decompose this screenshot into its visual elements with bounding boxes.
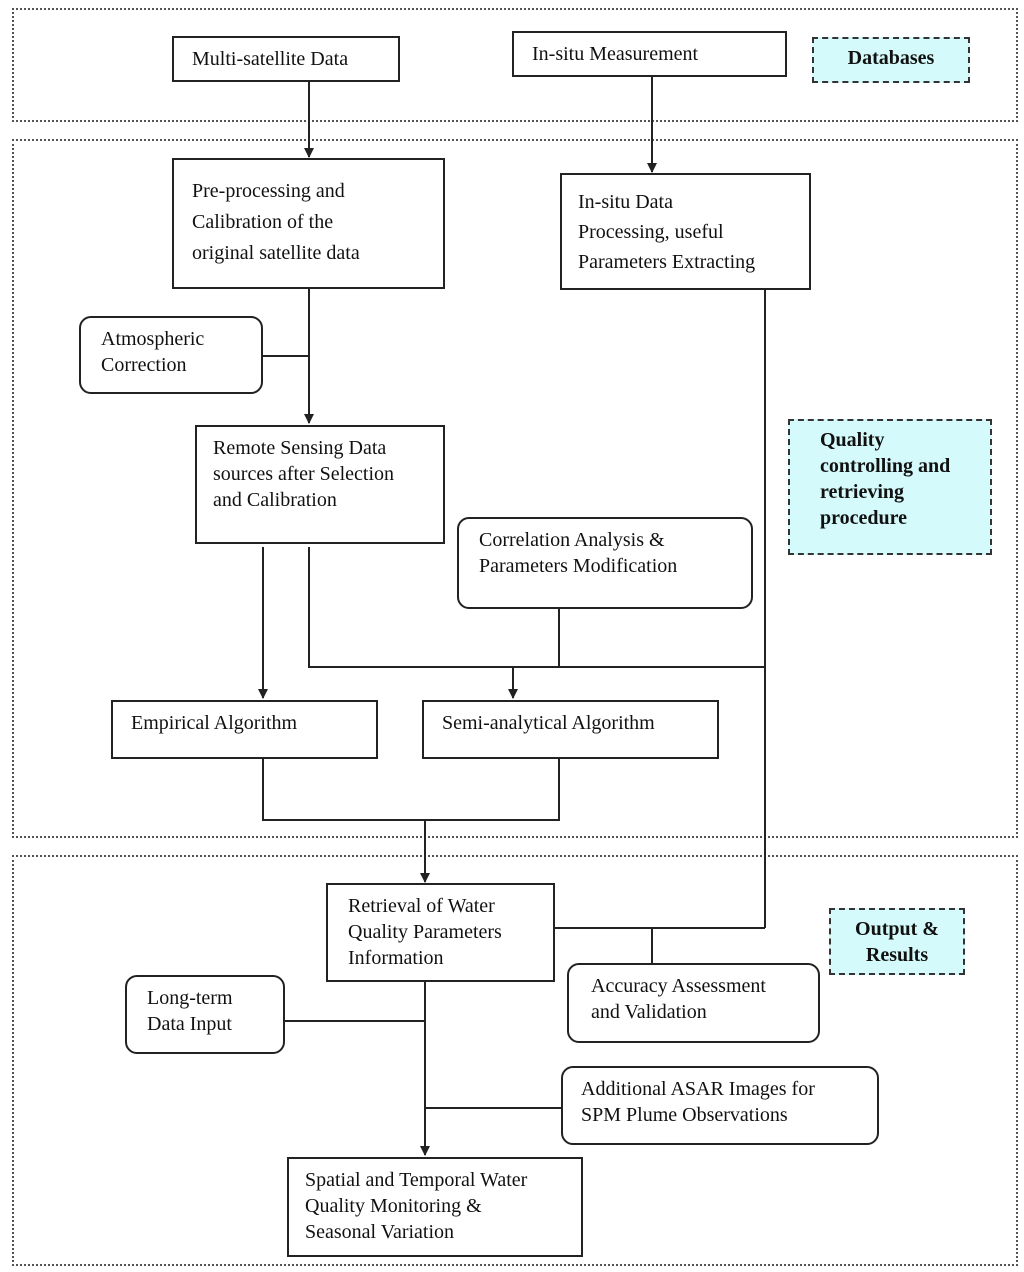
line-remote-to-junction [308,547,765,668]
databases-section [12,8,1018,122]
asar-images-box: Additional ASAR Images for SPM Plume Obs… [561,1066,879,1145]
in-situ-processing-box: In-situ Data Processing, useful Paramete… [560,173,811,290]
empirical-algorithm-box: Empirical Algorithm [111,700,378,759]
atmospheric-correction-box: Atmospheric Correction [79,316,263,394]
retrieval-box: Retrieval of Water Quality Parameters In… [326,883,555,982]
line-algorithms-merge [262,759,560,821]
preprocessing-box: Pre-processing and Calibration of the or… [172,158,445,289]
accuracy-assessment-box: Accuracy Assessment and Validation [567,963,820,1043]
spatial-temporal-box: Spatial and Temporal Water Quality Monit… [287,1157,583,1257]
in-situ-measurement-box: In-situ Measurement [512,31,787,77]
long-term-data-box: Long-term Data Input [125,975,285,1054]
multi-satellite-data-box: Multi-satellite Data [172,36,400,82]
remote-sensing-data-box: Remote Sensing Data sources after Select… [195,425,445,544]
databases-label: Databases [812,37,970,83]
semi-analytical-algorithm-box: Semi-analytical Algorithm [422,700,719,759]
output-section [12,855,1018,1266]
quality-label: Quality controlling and retrieving proce… [788,419,992,555]
correlation-analysis-box: Correlation Analysis & Parameters Modifi… [457,517,753,609]
output-label: Output & Results [829,908,965,975]
quality-section [12,139,1018,838]
